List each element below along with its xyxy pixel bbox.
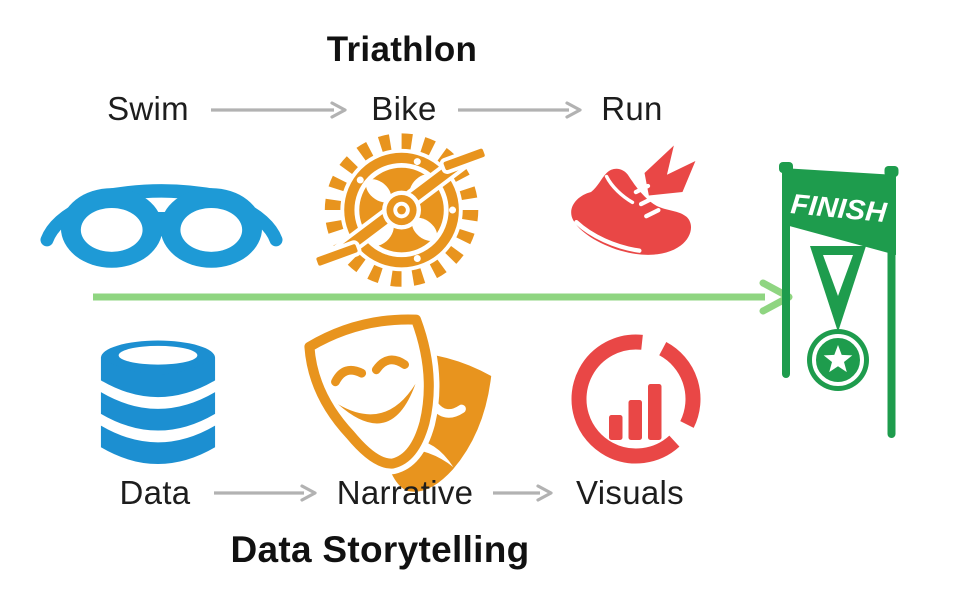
donut-chart-icon xyxy=(571,334,701,464)
theater-masks-icon xyxy=(298,308,492,492)
step-label-swim: Swim xyxy=(107,90,189,127)
arrow-narrative-to-visuals-icon xyxy=(493,484,553,502)
step-label-data: Data xyxy=(119,474,191,511)
step-label-visuals: Visuals xyxy=(576,474,684,511)
bike-gear-icon xyxy=(312,133,489,287)
bottom-title: Data Storytelling xyxy=(230,529,530,570)
swim-goggles-icon xyxy=(40,184,283,268)
running-shoe-icon xyxy=(571,145,696,255)
top-title: Triathlon xyxy=(326,30,478,69)
arrow-swim-to-bike-icon xyxy=(211,101,347,119)
arrow-bike-to-run-icon xyxy=(458,101,582,119)
finish-banner-medal-icon: FINISH xyxy=(779,162,899,438)
step-label-narrative: Narrative xyxy=(336,474,474,511)
database-icon xyxy=(100,340,216,464)
arrow-data-to-narrative-icon xyxy=(214,484,317,502)
step-label-run: Run xyxy=(601,90,663,127)
step-label-bike: Bike xyxy=(371,90,437,127)
progress-arrow-icon xyxy=(93,279,793,315)
